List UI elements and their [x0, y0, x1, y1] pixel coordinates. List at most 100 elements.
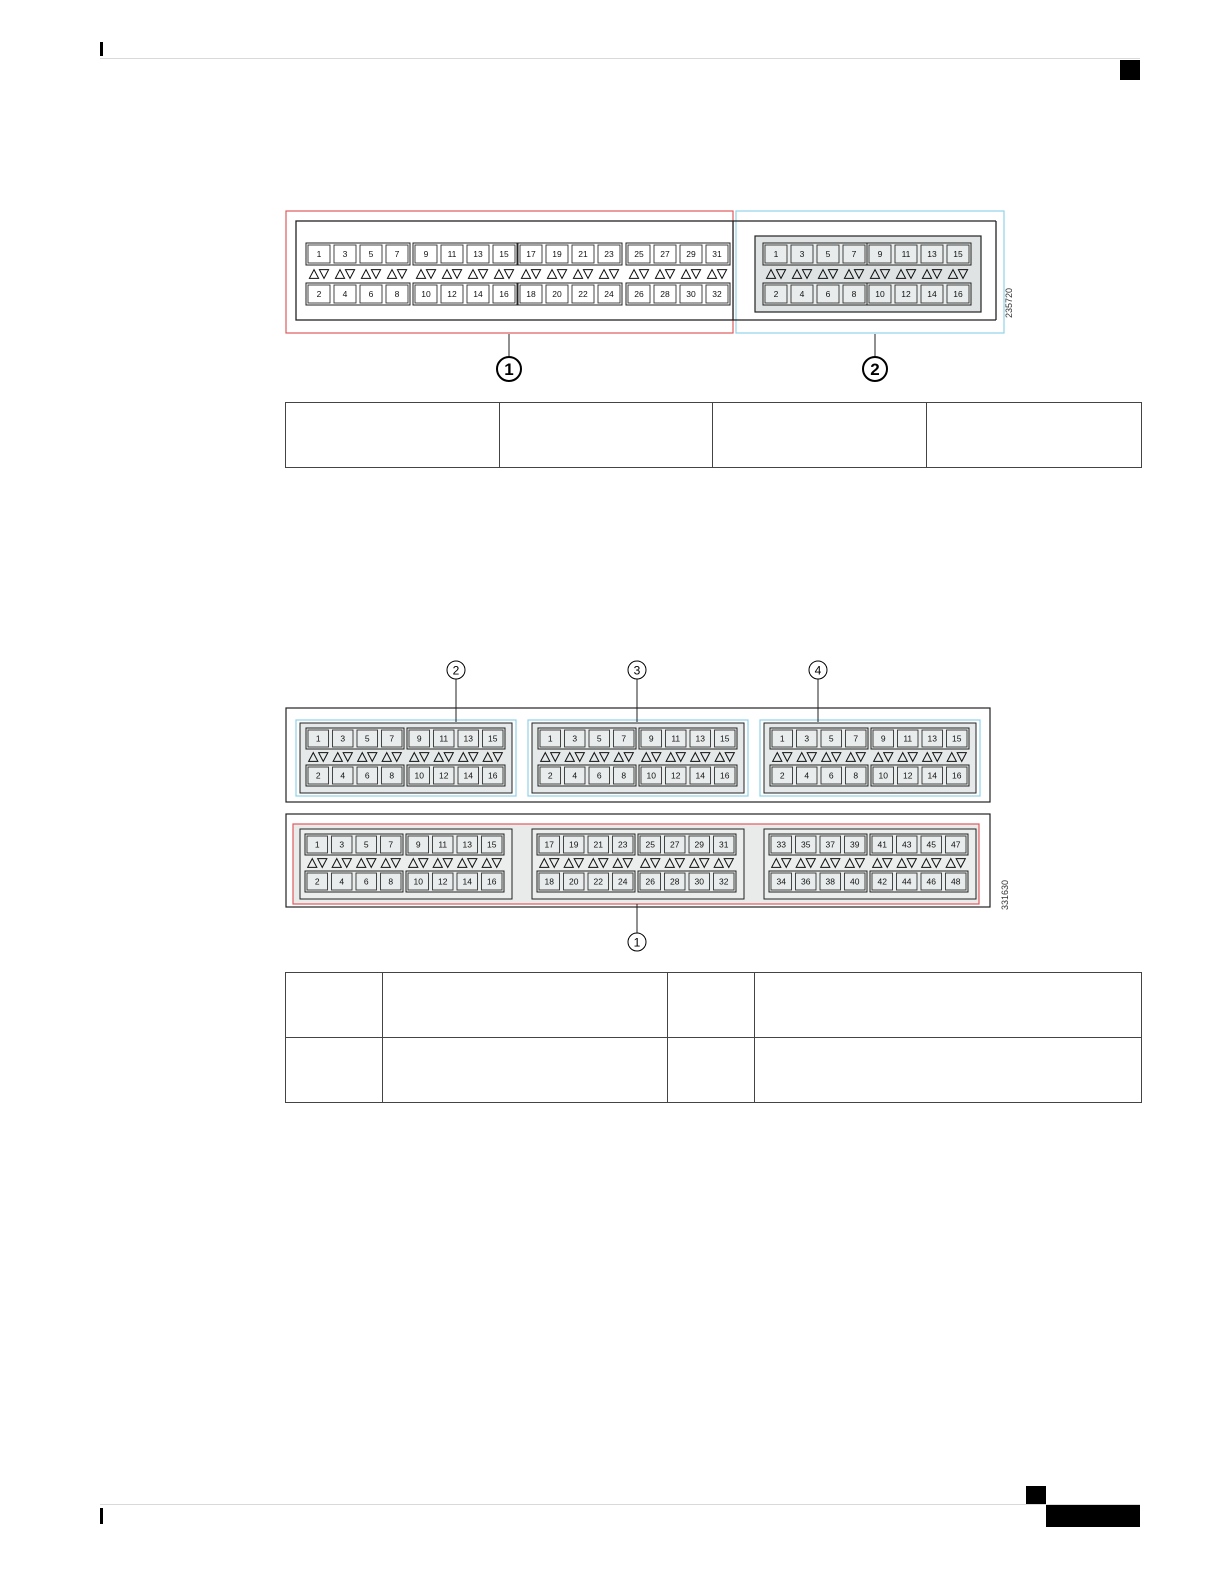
port-label: 21 — [594, 840, 604, 850]
port-label: 9 — [649, 734, 654, 744]
port-label: 8 — [621, 771, 626, 781]
arrow-up-icon — [360, 268, 372, 279]
port — [381, 729, 403, 748]
port-label: 16 — [720, 771, 730, 781]
port-label: 8 — [388, 877, 393, 887]
arrow-up-icon — [457, 751, 469, 762]
port — [408, 766, 430, 785]
port-label: 29 — [686, 249, 696, 259]
table-cell — [382, 1037, 668, 1103]
module-highlight — [527, 719, 749, 797]
port — [819, 872, 841, 891]
arrow-up-icon — [771, 751, 783, 762]
header-margin-marker — [100, 42, 103, 56]
arrow-down-icon — [597, 858, 609, 869]
port-label: 13 — [928, 734, 938, 744]
port-label: 11 — [903, 734, 912, 744]
arrow-up-icon — [520, 268, 532, 279]
arrow-down-icon — [723, 858, 735, 869]
port-label: 6 — [829, 771, 834, 781]
port-row-top — [866, 242, 972, 266]
arrow-down-icon — [396, 269, 408, 280]
port-row-bottom — [305, 282, 411, 306]
arrow-up-icon — [588, 751, 600, 762]
port — [816, 284, 840, 304]
arrow-up-icon — [680, 268, 692, 279]
port-label: 6 — [365, 771, 370, 781]
port-label: 3 — [339, 840, 344, 850]
port — [946, 284, 970, 304]
arrow-up-icon — [308, 268, 320, 279]
port-row-top — [870, 727, 970, 750]
port — [380, 835, 402, 854]
port — [920, 872, 942, 891]
port — [713, 835, 735, 854]
port — [639, 835, 661, 854]
port — [613, 729, 635, 748]
port — [714, 729, 736, 748]
arrow-up-icon — [564, 751, 576, 762]
port — [457, 729, 479, 748]
arrow-up-icon — [334, 268, 346, 279]
port — [771, 766, 793, 785]
arrow-up-icon — [432, 857, 444, 868]
arrow-down-icon — [830, 752, 842, 763]
arrow-down-icon — [370, 269, 382, 280]
port-label: 13 — [464, 734, 474, 744]
port-label: 5 — [826, 249, 831, 259]
port-label: 14 — [928, 771, 938, 781]
arrow-down-icon — [690, 269, 702, 280]
port — [466, 284, 490, 304]
port-label: 11 — [671, 734, 680, 744]
arrow-down-icon — [775, 269, 787, 280]
port-label: 15 — [487, 840, 497, 850]
port-row-bottom — [517, 282, 623, 306]
port-label: 14 — [696, 771, 706, 781]
port-label: 15 — [488, 734, 498, 744]
port-label: 32 — [719, 877, 729, 887]
port-row-top — [406, 727, 506, 750]
callout-number: 1 — [634, 935, 641, 949]
arrow-up-icon — [612, 857, 624, 868]
port-label: 10 — [879, 771, 889, 781]
port — [307, 766, 329, 785]
header-corner-block — [1120, 60, 1140, 80]
port — [868, 244, 892, 264]
arrow-down-icon — [530, 269, 542, 280]
port — [612, 835, 634, 854]
port — [563, 835, 585, 854]
port-label: 3 — [800, 249, 805, 259]
arrow-up-icon — [563, 857, 575, 868]
arrow-up-icon — [654, 268, 666, 279]
arrow-down-icon — [477, 269, 489, 280]
arrow-down-icon — [907, 752, 919, 763]
port — [407, 872, 429, 891]
port-label: 3 — [804, 734, 809, 744]
arrow-down-icon — [549, 752, 561, 763]
module-ports-highlight — [735, 210, 1005, 334]
figure-1-legend-table — [285, 402, 1142, 468]
port-label: 16 — [487, 877, 497, 887]
arrow-up-icon — [843, 268, 855, 279]
port — [627, 244, 651, 264]
port-label: 13 — [696, 734, 706, 744]
arrow-up-icon — [664, 857, 676, 868]
table-cell — [285, 402, 500, 468]
arrow-up-icon — [817, 268, 829, 279]
arrow-up-icon — [869, 268, 881, 279]
port — [945, 872, 967, 891]
port-row-bottom — [870, 764, 970, 787]
arrow-up-icon — [433, 751, 445, 762]
callout-circle — [496, 356, 522, 382]
port — [333, 284, 357, 304]
port-row-bottom — [769, 764, 869, 787]
arrow-up-icon — [613, 751, 625, 762]
port-label: 18 — [545, 877, 555, 887]
port — [356, 729, 378, 748]
callout-circle — [808, 660, 828, 680]
port-label: 14 — [927, 289, 937, 299]
port — [920, 835, 942, 854]
arrow-up-icon — [845, 751, 857, 762]
port-label: 6 — [826, 289, 831, 299]
port-label: 2 — [774, 289, 779, 299]
